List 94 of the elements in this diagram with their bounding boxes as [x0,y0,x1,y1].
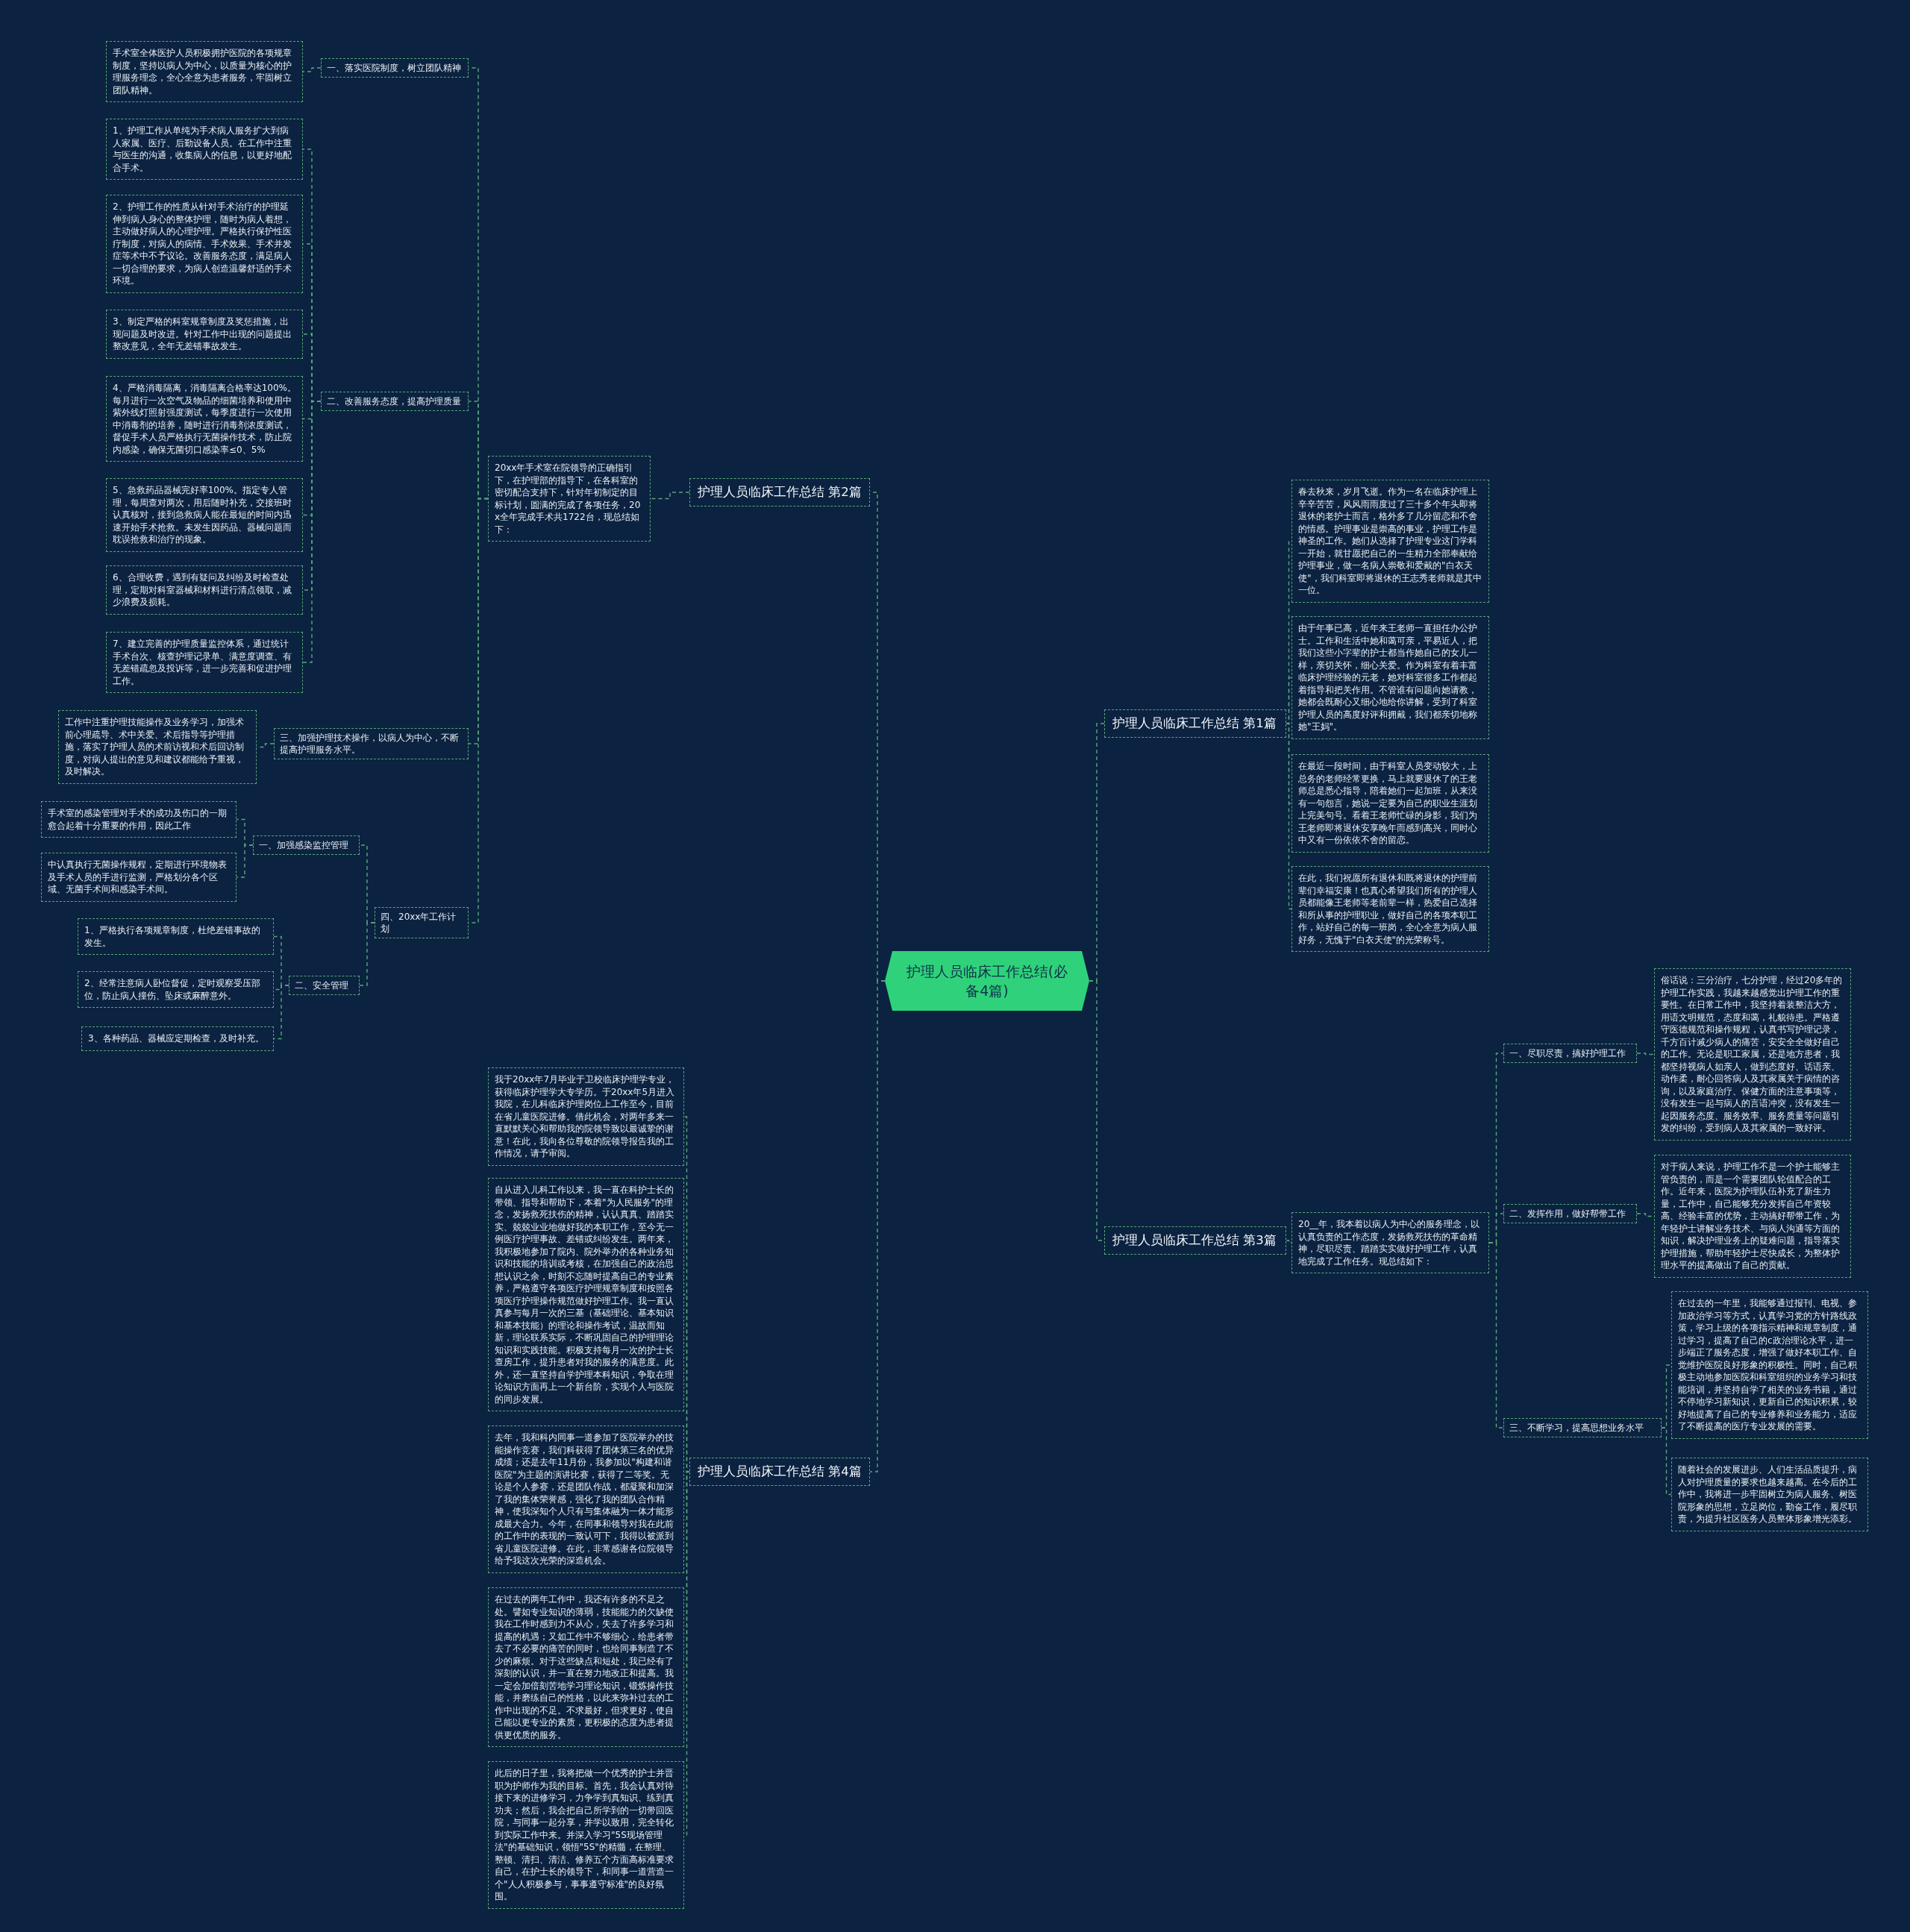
note-box [78,971,274,1008]
subtopic-box [321,58,469,78]
node-text: 随着社会的发展进步、人们生活品质提升，病人对护理质量的要求也越来越高。在今后的工作中，我将进一步牢固树立为病人服务、树医院形象的思想，立足岗位，勤奋工作，履尽职责，为提升社区医务人员整体形象增光添彩。 [1678,1464,1858,1525]
node-text: 1、护理工作从单纯为手术病人服务扩大到病人家属、医疗、后勤设备人员。在工作中注重与医生的沟通，收集病人的信息，以更好地配合手术。 [113,125,292,174]
node-text: 二、安全管理 [295,979,349,991]
node-text: 2、护理工作的性质从针对手术治疗的护理延伸到病人身心的整体护理，随时为病人着想，主动做好病人的心理护理。严格执行保护性医疗制度，对病人的病情、手术效果、手术并发症等术中不予议论。改善服务态度，满足病人一切合理的要求，为病人创造温馨舒适的手术环境。 [113,201,292,287]
node-text: 工作中注重护理技能操作及业务学习，加强术前心理疏导、术中关爱、术后指导等护理措施，落实了护理人员的术前访视和术后回访制度，对病人提出的意见和建议都能给予重视，及时解决。 [65,716,245,778]
note-box [106,565,303,615]
node-text: 3、制定严格的科室规章制度及奖惩措施，出现问题及时改进。针对工作中出现的问题提出整改意见，全年无差错事故发生。 [113,316,292,353]
node-text: 一、加强感染监控管理 [259,839,349,851]
node-text: 护理人员临床工作总结 第1篇 [1112,715,1277,732]
subtopic-box [289,976,360,995]
note-box [1671,1458,1868,1531]
note-box [106,119,303,180]
branch-topic [689,478,870,506]
subtopic-box [1503,1418,1662,1437]
connector-line [1286,723,1292,910]
note-box [106,478,303,552]
connector-line [1636,1053,1655,1056]
node-text: 在此，我们祝愿所有退休和既将退休的护理前辈们幸福安康！也真心希望我们所有的护理人员都能像王老师等老前辈一样，热爱自己选择和所从事的护理职业，做好自己的各项本职工作，站好自己的每一班岗，全心全意为病人服好务，无愧于"白衣天使"的光荣称号。 [1298,872,1478,946]
note-box [1291,866,1489,952]
note-box [81,1026,274,1051]
note-box [58,710,257,784]
connector-line [869,980,886,1472]
note-box [488,1067,684,1166]
node-text: 5、急救药品器械完好率100%。指定专人管理，每周查对两次，用后随时补充，交接班时认真核对，接到急救病人能在最短的时间内迅速开始手术抢救。未发生因药品、器械问题而耽误抢救和治疗的现象。 [113,484,292,546]
node-text: 四、20xx年工作计划 [381,911,457,935]
node-text: 在过去的一年里，我能够通过报刊、电视、参加政治学习等方式，认真学习党的方针路线政策，学习上级的各项指示精神和规章制度，通过学习，提高了自己的c政治理论水平，进一步端正了服务态度，增强了做好本职工作、自觉维护医院良好形象的积极性。同时，自己积极主动地参加医院和科室组织的业务学习和技能培训，并坚持自学了相关的业务书籍，通过不停地学习新知识，更新自己的知识积累，较好地提高了自己的专业修养和业务能力，适应了不断提高的医疗专业发展的需要。 [1678,1297,1858,1433]
node-text: 自从进入儿科工作以来，我一直在科护士长的带领、指导和帮助下，本着"为人民服务"的理念，发扬救死扶伤的精神，认认真真、踏踏实实、兢兢业业地做好我的本职工作，至今无一例医疗护理事故、差错或纠纷发生。两年来，我积极地参加了院内、院外举办的各种业务知识和技能的培训或考核，在加强自己的政治思想认识之余，时刻不忘随时提高自己的专业素养，严格遵守各项医疗护理规章制度和按照各项医疗护理操作规范做好护理工作。我一直认真参与每月一次的三基（基础理论、基本知识和基本技能）的理论和操作考试，温故而知新，理论联系实际，不断巩固自己的护理理论知识和实践技能。积极支持每月一次的护士长查房工作，提升患者对我的服务的满意度。此外，还一直坚持自学护理本科知识，争取在理论知识方面再上一个新台阶，实现个人与医院的同步发展。 [495,1184,674,1405]
node-text: 7、建立完善的护理质量监控体系，通过统计手术台次、核查护理记录单、满意度调查、有无差错疏忽及投诉等，进一步完善和促进护理工作。 [113,638,292,687]
node-text: 护理人员临床工作总结 第4篇 [698,1464,862,1480]
subtopic-box [1503,1204,1637,1223]
node-text: 3、各种药品、器械应定期检查，及时补充。 [88,1032,265,1045]
note-box [41,801,237,838]
node-text: 春去秋来，岁月飞逝。作为一名在临床护理上辛辛苦苦，风风雨雨度过了三十多个年头即将退休的老护士而言，格外多了几分留恋和不舍的情感。护理事业是崇高的事业，护理工作是神圣的工作。她们从选择了护理专业这门学科一开始，就甘愿把自己的一生精力全部奉献给护理事业，做一名病人崇敬和爱戴的"白衣天使"，我们科室即将退休的王志秀老师就是其中一位。 [1298,486,1482,597]
note-box [488,456,651,542]
node-text: 在最近一段时间，由于科室人员变动较大，上总务的老师经常更换，马上就要退休了的王老师总是悉心指导，陪着她们一起加班，从来没有一句怨言，她说一定要为自己的职业生涯划上完美句号。看着王老师忙碌的身影，我们为王老师即将退休安享晚年而感到高兴，同时心中又有一份依依不舍的留恋。 [1298,760,1478,847]
node-text: 去年，我和科内同事一道参加了医院举办的技能操作竞赛，我们科获得了团体第三名的优异成绩；还是去年11月份，我参加以"构建和谐医院"为主题的演讲比赛，获得了二等奖。无论是个人参赛，还是团队作战，都凝聚和加深了我的集体荣誉感，强化了我的团队合作精神，使我深知个人只有与集体融为一体才能形成最大合力。今年，在同事和领导对我在此前的工作中的表现的一致认可下，我得以被派到省儿童医院进修。在此，非常感谢各位院领导给予我这次光荣的深造机会。 [495,1431,674,1567]
node-text: 俗话说：三分治疗，七分护理，经过20多年的护理工作实践，我越来越感觉出护理工作的重要性。在日常工作中，我坚持着装整洁大方，用语文明规范，态度和蔼，礼貌待患。严格遵守医德规范和操作规程，认真书写护理记录，千方百计减少病人的痛苦，安安全全做好自己的工作。无论是职工家属，还是地方患者，我都坚持视病人如亲人，做到态度好、话语亲、动作柔，耐心回答病人及其家属关于病情的咨询，以及家庭治疗、保健方面的注意事项等，没有发生一起与病人的言语冲突，没有发生一起因服务态度、服务效率、服务质量等问题引发的纠纷，受到病人及其家属的一致好评。 [1661,974,1844,1135]
branch-topic [689,1458,870,1486]
node-text: 在过去的两年工作中，我还有许多的不足之处。譬如专业知识的薄弱，技能能力的欠缺使我在工作时感到力不从心，失去了许多学习和提高的机遇；又如工作中不够细心，给患者带去了不必要的痛苦的同时，也给同事制造了不少的麻烦。对于这些缺点和短处，我已经有了深刻的认识，并一直在努力地改正和提高。我一定会加倍刻苦地学习理论知识，锻炼操作技能，并磨练自己的性格，以此来弥补过去的工作中出现的不足。不求最好，但求更好，使自己能以更专业的素质，更积极的态度为患者提供更优质的服务。 [495,1593,674,1741]
node-text: 此后的日子里，我将把做一个优秀的护士并晋职为护师作为我的目标。首先，我会认真对待接下来的进修学习，力争学到真知识、练到真功夫；然后，我会把自己所学到的一切带回医院，与同事一起分享，并学以致用，完全转化到实际工作中来。并深入学习"5S现场管理法"的基础知识，领悟"5S"的精髓，在整理、整顿、清扫、清洁、修养五个方面高标准要求自己，在护士长的领导下，和同事一道营造一个"人人积极参与，事事遵守标准"的良好氛围。 [495,1767,674,1903]
note-box [41,853,237,902]
subtopic-box [321,392,469,411]
node-text: 二、发挥作用，做好帮带工作 [1509,1208,1626,1220]
node-text: 三、加强护理技术操作，以病人为中心，不断提高护理服务水平。 [280,732,460,756]
node-text: 三、不断学习，提高思想业务水平 [1509,1422,1644,1434]
note-box [106,632,303,693]
connector-line [302,67,322,72]
node-text: 护理人员临床工作总结 第3篇 [1112,1232,1277,1249]
node-text: 二、改善服务态度，提高护理质量 [327,395,462,407]
subtopic-box [375,907,469,938]
node-text: 一、尽职尽责，搞好护理工作 [1509,1047,1626,1059]
note-box [106,310,303,359]
branch-topic [1104,1226,1286,1255]
node-text: 手术室全体医护人员积极拥护医院的各项规章制度，坚持以病人为中心，以质量为核心的护理服务理念，全心全意为患者服务，牢固树立团队精神。 [113,47,292,96]
node-text: 护理人员临床工作总结(必备4篇) [905,962,1069,1000]
note-box [1671,1291,1868,1439]
node-text: 6、合理收费，遇到有疑问及纠纷及时检查处理，定期对科室器械和材料进行清点领取，减少浪费及损耗。 [113,571,292,609]
subtopic-box [1503,1044,1637,1063]
note-box [1291,1212,1489,1273]
node-text: 我于20xx年7月毕业于卫校临床护理学专业，获得临床护理学大专学历。于20xx年5月进入我院，在儿科临床护理岗位上工作至今，目前在省儿童医院进修。借此机会，对两年多来一直默默关心和帮助我的院领导致以最诚挚的谢意！在此，我向各位尊敬的院领导报告我的工作情况，请予审阅。 [495,1073,676,1160]
note-box [488,1426,684,1573]
note-box [488,1761,684,1909]
node-text: 中认真执行无菌操作规程，定期进行环境物表及手术人员的手进行监测，严格划分各个区域、无菌手术间和感染手术间。 [48,859,228,896]
connector-line [650,492,690,500]
subtopic-box [253,835,360,855]
note-box [1291,754,1489,853]
node-text: 20__年，我本着以病人为中心的服务理念，以认真负责的工作态度，发扬救死扶伤的革命精神，尽职尽责、踏踏实实做好护理工作，认真地完成了工作任务。现总结如下： [1298,1218,1481,1267]
connector-line [1286,1240,1292,1243]
node-text: 对于病人来说，护理工作不是一个护士能够主管负责的，而是一个需要团队轮值配合的工作。近年来，医院为护理队伍补充了新生力量，工作中，自己能够充分发挥自己年资较高、经验丰富的优势，主动搞好帮带工作，为年轻护士讲解业务技术、与病人沟通等方面的知识，解决护理业务上的疑难问题，指导落实护理措施，帮助年轻护士尽快成长，为整体护理水平的提高做出了自己的贡献。 [1661,1161,1841,1272]
subtopic-box [274,728,469,759]
node-text: 1、严格执行各项规章制度，杜绝差错事故的发生。 [84,924,261,949]
node-text: 2、经常注意病人卧位督促，定时观察受压部位，防止病人撞伤、坠床或麻醉意外。 [84,977,261,1002]
node-text: 4、严格消毒隔离，消毒隔离合格率达100%。每月进行一次空气及物品的细菌培养和使用中紫外线灯照射强度测试，每季度进行一次使用中消毒剂的培养，随时进行消毒剂浓度测试，督促手术人员严格执行无菌操作技术，防止院内感染，确保无菌切口感染率≤0、5% [113,382,296,456]
node-text: 20xx年手术室在院领导的正确指引下，在护理部的指导下，在各科室的密切配合支持下，针对年初制定的目标计划，圆满的完成了各项任务，20x全年完成手术共1722台，现总结如下： [495,462,642,536]
note-box [106,376,303,462]
node-text: 一、落实医院制度，树立团队精神 [327,62,462,74]
note-box [106,195,303,293]
connector-line [1661,1427,1672,1496]
node-text: 护理人员临床工作总结 第2篇 [698,484,862,501]
note-box [1654,1155,1851,1278]
note-box [488,1587,684,1747]
branch-topic [1104,709,1286,738]
connector-line [359,922,375,986]
connector-line [1488,1242,1504,1428]
connector-line [236,844,254,878]
node-text: 手术室的感染管理对手术的成功及伤口的一期愈合起着十分重要的作用，因此工作 [48,807,228,832]
note-box [106,41,303,102]
connector-line [273,985,289,1040]
node-text: 由于年事已高，近年来王老师一直担任办公护士。工作和生活中她和蔼可亲，平易近人，把我们这些小字辈的护士都当作她自己的女儿一样，亲切关怀，细心关爱。作为科室有着丰富临床护理经验的元老，她对科室很多工作都起着指导和把关作用。不管谁有问题向她请教，她都会既耐心又细心地给你讲解，受到了科室护理人员的高度好评和拥戴，我们都亲切地称她"王妈"。 [1298,622,1478,733]
note-box [78,918,274,955]
note-box [1291,616,1489,739]
note-box [1291,480,1489,603]
